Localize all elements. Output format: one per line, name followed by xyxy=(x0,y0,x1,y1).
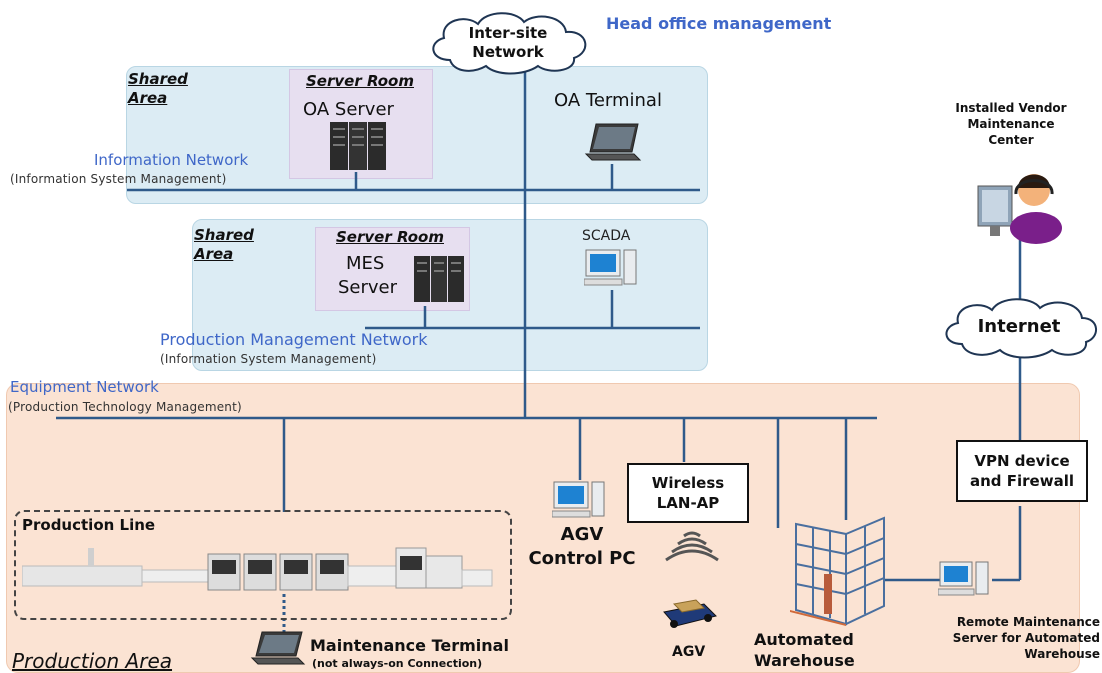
vpn-label-2: and Firewall xyxy=(970,472,1074,490)
remote-maintenance-server-label: Remote Maintenance Server for Automated … xyxy=(952,615,1100,661)
shared-area-label-1: Shared Area xyxy=(128,70,188,107)
oa-server-icon xyxy=(330,122,386,170)
agv-pc-label-2: Control PC xyxy=(528,548,636,569)
agv-control-pc-icon xyxy=(552,481,605,518)
vendor-center-label: Installed Vendor Maintenance Center xyxy=(955,101,1067,147)
production-line-label: Production Line xyxy=(22,516,156,534)
intersite-cloud xyxy=(432,12,587,75)
internet-label: Internet xyxy=(977,316,1061,337)
head-office-label: Head office management xyxy=(606,14,832,33)
information-network-label: Information Network xyxy=(94,151,249,169)
intersite-network-label: Inter-site Network xyxy=(468,24,548,61)
vendor-operator-icon xyxy=(977,174,1062,244)
oa-terminal-label: OA Terminal xyxy=(554,90,662,111)
oa-terminal-laptop-icon xyxy=(584,123,642,161)
warehouse-label-1: Automated xyxy=(754,630,854,649)
scada-pc-icon xyxy=(584,249,637,286)
information-network-sublabel: (Information System Management) xyxy=(10,172,227,186)
equipment-network-sublabel: (Production Technology Management) xyxy=(8,400,242,414)
mes-label: MES xyxy=(346,253,385,274)
oa-server-room-label: Server Room xyxy=(306,72,414,90)
warehouse-label-2: Warehouse xyxy=(754,651,855,670)
oa-server-label: OA Server xyxy=(303,99,394,120)
wireless-label-2: LAN-AP xyxy=(656,494,720,512)
vpn-label-1: VPN device xyxy=(974,452,1070,470)
wireless-lan-ap-box: Wireless LAN-AP xyxy=(627,463,749,523)
wireless-label-1: Wireless xyxy=(651,474,725,492)
wireless-signal-icon xyxy=(665,531,719,562)
production-management-network-label: Production Management Network xyxy=(160,330,428,349)
maintenance-terminal-laptop-icon xyxy=(250,631,306,665)
agv-icon xyxy=(663,599,717,628)
maintenance-terminal-label: Maintenance Terminal xyxy=(310,636,509,655)
production-line-box xyxy=(14,510,512,620)
mes-server-room-label: Server Room xyxy=(336,228,444,246)
production-area-label: Production Area xyxy=(12,649,173,673)
agv-label: AGV xyxy=(672,644,706,660)
agv-pc-label-1: AGV xyxy=(560,524,604,545)
vpn-firewall-box: VPN device and Firewall xyxy=(956,440,1088,502)
equipment-network-label: Equipment Network xyxy=(10,378,159,396)
maintenance-terminal-sublabel: (not always-on Connection) xyxy=(312,657,483,670)
internet-cloud xyxy=(945,298,1097,359)
production-management-network-sublabel: (Information System Management) xyxy=(160,352,377,366)
shared-area-label-2: Shared Area xyxy=(194,226,254,263)
mes-server-label: Server xyxy=(338,277,398,298)
automated-warehouse-icon xyxy=(790,516,885,626)
scada-label: SCADA xyxy=(582,228,631,244)
production-line-machines-icon xyxy=(22,547,493,591)
remote-maintenance-server-icon xyxy=(938,561,989,596)
mes-server-icon xyxy=(414,256,464,302)
